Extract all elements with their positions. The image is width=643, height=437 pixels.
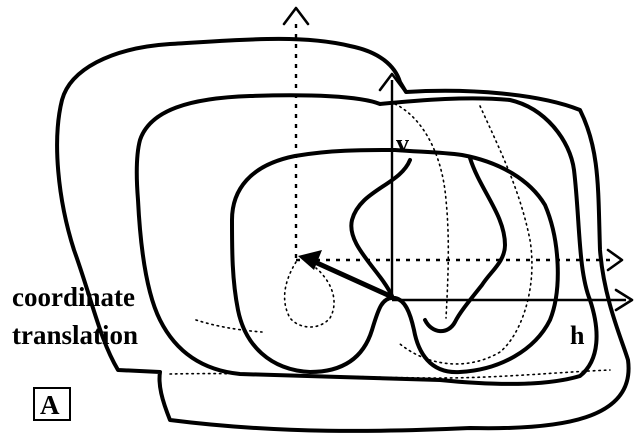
label-translation: translation bbox=[12, 320, 138, 350]
inner-section-outline bbox=[230, 148, 560, 375]
ventricle-contour-right bbox=[423, 156, 507, 334]
dotted-contour-2 bbox=[399, 105, 533, 365]
middle-section-outline bbox=[134, 93, 599, 386]
panel-label: A bbox=[40, 390, 60, 420]
dotted-contour-3 bbox=[169, 369, 611, 379]
dotted-contour-5 bbox=[195, 319, 263, 333]
dotted-contour-1 bbox=[394, 103, 450, 319]
ventricle-contour bbox=[349, 158, 412, 298]
dotted-contour-4 bbox=[283, 261, 335, 328]
panel-label-box bbox=[33, 387, 71, 421]
outer-section-outline bbox=[55, 36, 631, 433]
translation-vector-arrowhead bbox=[298, 250, 322, 270]
new-vertical-arrowhead bbox=[378, 72, 406, 92]
label-h: h bbox=[570, 321, 585, 350]
original-horizontal-arrowhead bbox=[606, 248, 624, 272]
new-horizontal-arrowhead bbox=[614, 288, 634, 312]
label-coordinate: coordinate bbox=[12, 282, 135, 312]
original-vertical-arrowhead bbox=[282, 6, 310, 26]
label-v: v bbox=[396, 129, 409, 158]
translation-vector bbox=[303, 255, 393, 299]
